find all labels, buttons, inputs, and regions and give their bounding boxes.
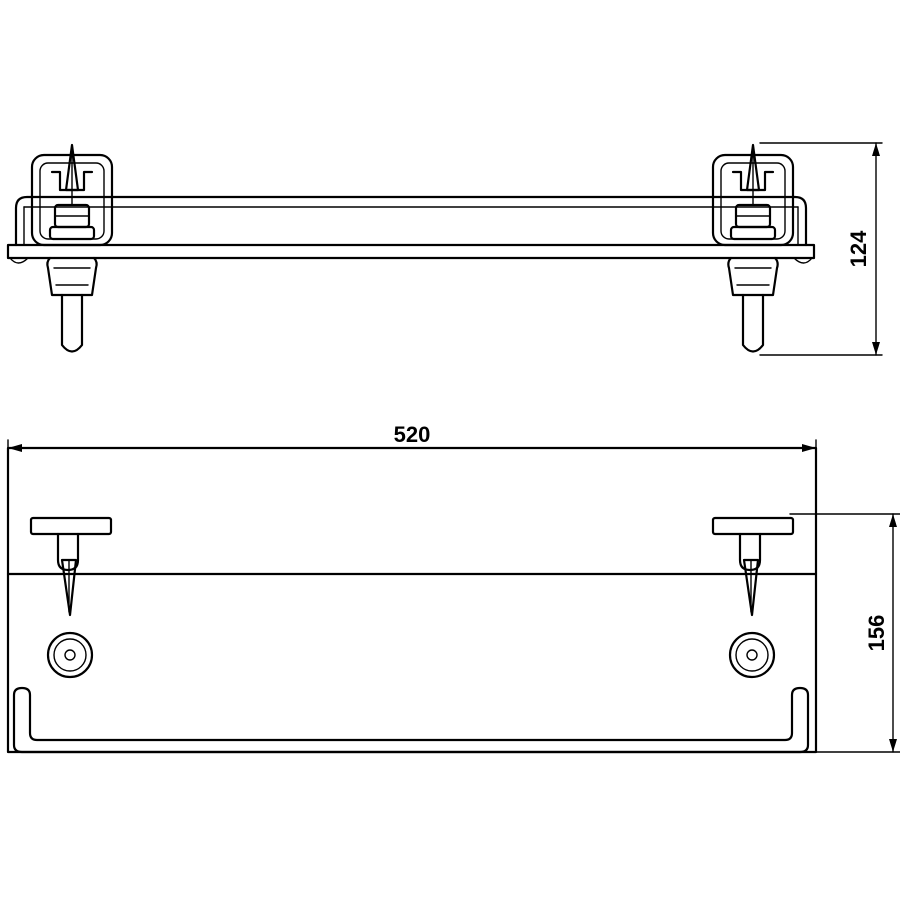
front-rail-plan [12, 686, 810, 754]
height-dimension: 124 [759, 142, 883, 356]
width-dimension: 520 [7, 422, 817, 459]
depth-label: 156 [864, 615, 889, 652]
width-label: 520 [394, 422, 431, 447]
plan-view: 520 [6, 422, 900, 754]
rail-bar-front [14, 195, 808, 247]
glass-plate-plan [6, 446, 818, 754]
height-label: 124 [846, 230, 871, 267]
left-bracket-front [30, 143, 114, 353]
right-bracket-front [711, 143, 795, 353]
front-view: 124 [6, 142, 883, 356]
left-mount-plan [29, 516, 113, 679]
left-holder-ring [46, 631, 94, 679]
depth-dimension: 156 [789, 513, 900, 753]
right-mount-plan [711, 516, 795, 679]
right-holder-ring [728, 631, 776, 679]
glass-plate-front [6, 243, 816, 260]
